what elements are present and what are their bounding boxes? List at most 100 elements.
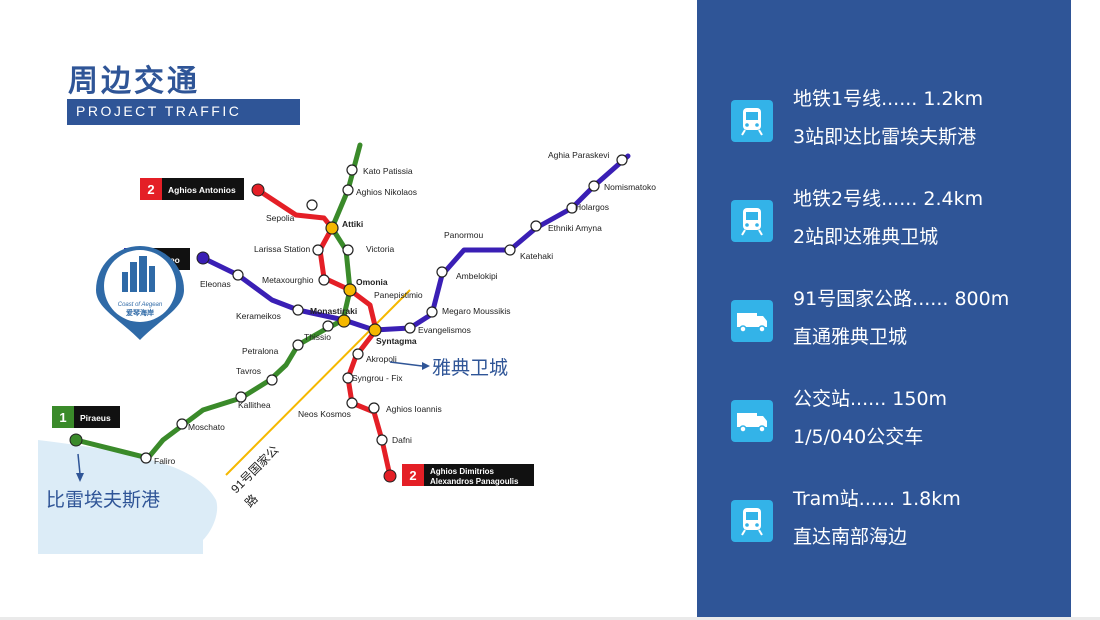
page-subtitle: PROJECT TRAFFIC	[76, 103, 242, 119]
svg-text:1: 1	[59, 410, 66, 425]
svg-text:Alexandros Panagoulis: Alexandros Panagoulis	[430, 477, 519, 486]
traffic-item-metro-1: 地铁1号线...... 1.2km 3站即达比雷埃夫斯港	[731, 86, 1061, 166]
station-label: Metaxourghio	[262, 275, 314, 285]
station-label: Moschato	[188, 422, 225, 432]
station-label: Larissa Station	[254, 244, 310, 254]
tram-icon	[731, 500, 773, 542]
station-dot[interactable]	[504, 244, 516, 256]
station-dot[interactable]	[232, 269, 244, 281]
highway-label-2: 路	[242, 491, 261, 510]
station-dot[interactable]	[292, 339, 304, 351]
station-dot[interactable]	[404, 322, 416, 334]
station-dot[interactable]	[368, 402, 380, 414]
station-label: Katehaki	[520, 251, 553, 261]
terminus-aghios-dimitrios[interactable]	[383, 469, 397, 483]
station-label: Petralona	[242, 346, 279, 356]
terminus-piraeus[interactable]	[69, 433, 83, 447]
station-label: Ethniki Amyna	[548, 223, 602, 233]
station-dot[interactable]	[426, 306, 438, 318]
interchange-syntagma[interactable]	[368, 323, 382, 337]
project-location-marker[interactable]: Coast of Aegean 爱琴海岸	[96, 246, 184, 340]
piraeus-port-label: 比雷埃夫斯港	[46, 489, 160, 511]
station-dot[interactable]	[530, 220, 542, 232]
svg-text:Aghios Antonios: Aghios Antonios	[168, 185, 236, 195]
station-label: Omonia	[356, 277, 388, 287]
station-label: Aghios Nikolaos	[356, 187, 417, 197]
acropolis-arrow	[389, 361, 430, 370]
piraeus-arrow	[76, 453, 84, 482]
traffic-item-distance: Tram站...... 1.8km	[793, 488, 961, 510]
station-label: Thissio	[304, 332, 331, 342]
svg-text:爱琴海岸: 爱琴海岸	[126, 308, 154, 317]
station-label: Aghios Ioannis	[386, 404, 442, 414]
station-label: Akropoli	[366, 354, 397, 364]
interchange-omonia[interactable]	[343, 283, 357, 297]
svg-text:Coast of Aegean: Coast of Aegean	[118, 302, 163, 308]
metro-map: Kato Patissia Aghios Nikolaos Sepolia At…	[38, 142, 656, 554]
traffic-item-distance: 地铁2号线...... 2.4km	[793, 188, 984, 210]
interchange-monastiraki[interactable]	[337, 314, 351, 328]
svg-text:Aghios Dimitrios: Aghios Dimitrios	[430, 467, 495, 476]
station-dot[interactable]	[566, 202, 578, 214]
traffic-item-bus: 公交站...... 150m 1/5/040公交车	[731, 386, 1061, 466]
highway-91	[225, 289, 411, 476]
traffic-item-metro-2: 地铁2号线...... 2.4km 2站即达雅典卫城	[731, 186, 1061, 266]
traffic-item-description: 直达南部海边	[793, 526, 908, 548]
subtitle-bar: PROJECT TRAFFIC	[67, 99, 300, 125]
svg-text:2: 2	[409, 468, 416, 483]
station-dot[interactable]	[306, 199, 318, 211]
station-dot[interactable]	[616, 154, 628, 166]
station-label: Eleonas	[200, 279, 231, 289]
traffic-item-distance: 公交站...... 150m	[793, 388, 948, 410]
station-dot[interactable]	[318, 274, 330, 286]
station-dot[interactable]	[292, 304, 304, 316]
page-title: 周边交通	[68, 64, 200, 99]
svg-text:2: 2	[147, 182, 154, 197]
acropolis-label: 雅典卫城	[432, 357, 508, 379]
station-dot[interactable]	[588, 180, 600, 192]
station-label: Nomismatoko	[604, 182, 656, 192]
station-label: Panepistimio	[374, 290, 423, 300]
truck-icon	[731, 300, 773, 342]
metro-train-icon	[731, 200, 773, 242]
station-dot[interactable]	[176, 418, 188, 430]
station-dot[interactable]	[235, 391, 247, 403]
station-dot[interactable]	[266, 374, 278, 386]
station-dot[interactable]	[346, 397, 358, 409]
station-dot[interactable]	[346, 164, 358, 176]
sea-area	[38, 440, 218, 554]
station-dot[interactable]	[322, 320, 334, 332]
station-label: Ambelokipi	[456, 271, 498, 281]
bottom-divider	[0, 617, 1100, 620]
bus-icon	[731, 400, 773, 442]
traffic-info-panel: 地铁1号线...... 1.2km 3站即达比雷埃夫斯港 地铁2号线......…	[697, 0, 1071, 620]
station-label: Syntagma	[376, 336, 417, 346]
station-dot[interactable]	[376, 434, 388, 446]
traffic-item-description: 2站即达雅典卫城	[793, 226, 939, 248]
station-dot[interactable]	[312, 244, 324, 256]
station-dot[interactable]	[342, 184, 354, 196]
station-label: Evangelismos	[418, 325, 471, 335]
interchange-attiki[interactable]	[325, 221, 339, 235]
metro-line-3	[200, 153, 631, 333]
station-label: Holargos	[575, 202, 609, 212]
terminus-egaleo[interactable]	[196, 251, 210, 265]
station-label: Aghia Paraskevi	[548, 150, 610, 160]
badge-line1-piraeus: 1 Piraeus	[52, 406, 120, 428]
badge-line2-aghios-antonios: 2 Aghios Antonios	[140, 178, 244, 200]
station-label: Panormou	[444, 230, 483, 240]
station-label: Attiki	[342, 219, 363, 229]
building-logo-icon	[122, 256, 155, 292]
station-dot[interactable]	[436, 266, 448, 278]
terminus-aghios-antonios[interactable]	[251, 183, 265, 197]
station-dot[interactable]	[140, 452, 152, 464]
station-label: Kerameikos	[236, 311, 281, 321]
station-label: Megaro Moussikis	[442, 306, 511, 316]
traffic-item-distance: 91号国家公路...... 800m	[793, 288, 1010, 310]
station-dot[interactable]	[352, 348, 364, 360]
metro-line-2	[255, 187, 393, 479]
traffic-item-distance: 地铁1号线...... 1.2km	[793, 88, 984, 110]
station-dot[interactable]	[342, 372, 354, 384]
traffic-item-description: 直通雅典卫城	[793, 326, 908, 348]
station-dot[interactable]	[342, 244, 354, 256]
